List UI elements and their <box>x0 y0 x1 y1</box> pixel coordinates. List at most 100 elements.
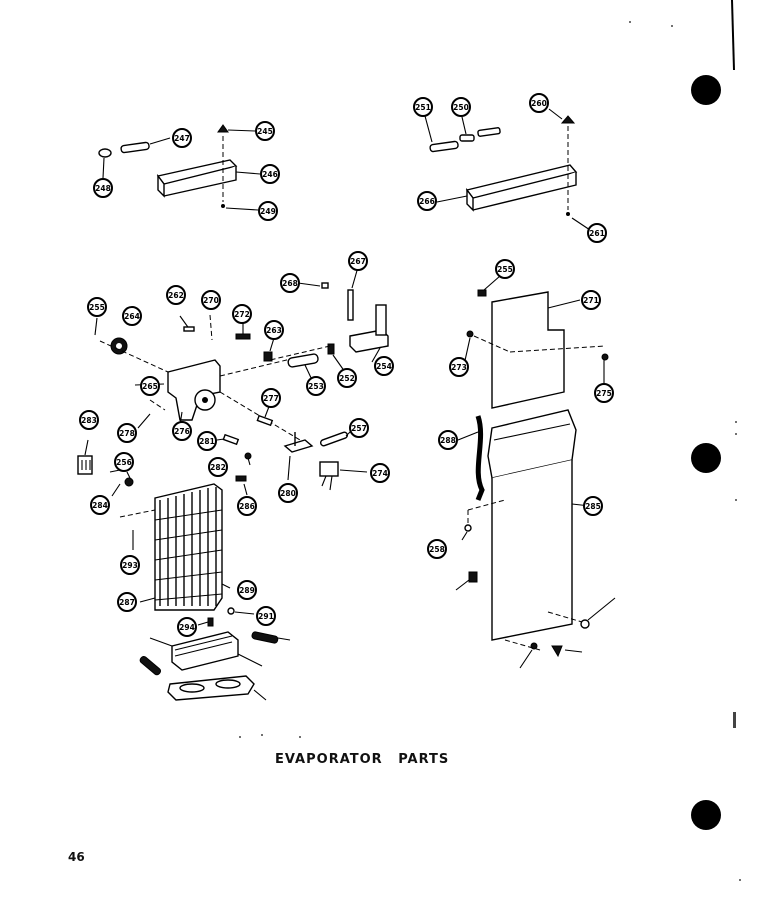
top-left-bracket-assembly <box>98 124 261 211</box>
callout-288: 288 <box>438 430 458 450</box>
callout-270: 270 <box>201 290 221 310</box>
callout-number: 266 <box>419 197 435 206</box>
top-right-bracket-assembly <box>424 108 591 231</box>
callout-256: 256 <box>114 452 134 472</box>
callout-283: 283 <box>79 410 99 430</box>
callout-number: 268 <box>282 279 298 288</box>
callout-number: 288 <box>440 436 456 445</box>
callout-280: 280 <box>278 483 298 503</box>
callout-number: 275 <box>596 389 612 398</box>
callout-number: 264 <box>124 312 140 321</box>
page-number: 46 <box>68 850 85 864</box>
callout-number: 285 <box>585 502 601 511</box>
callout-number: 249 <box>260 207 276 216</box>
callout-number: 256 <box>116 458 132 467</box>
callout-274: 274 <box>370 463 390 483</box>
callout-262: 262 <box>166 285 186 305</box>
callout-284: 284 <box>90 495 110 515</box>
callout-number: 255 <box>89 303 105 312</box>
callout-271: 271 <box>581 290 601 310</box>
binder-hole-middle <box>691 443 721 473</box>
callout-number: 270 <box>203 296 219 305</box>
callout-267: 267 <box>348 251 368 271</box>
callout-number: 261 <box>589 229 605 238</box>
callout-268: 268 <box>280 273 300 293</box>
callout-number: 283 <box>81 416 97 425</box>
callout-number: 294 <box>179 623 195 632</box>
diagram-caption: EVAPORATOR PARTS <box>275 752 450 767</box>
callout-249: 249 <box>258 201 278 221</box>
print-specks <box>239 21 741 881</box>
callout-254: 254 <box>374 356 394 376</box>
callout-number: 257 <box>351 424 367 433</box>
callout-number: 265 <box>142 382 158 391</box>
callout-number: 284 <box>92 501 108 510</box>
callout-287: 287 <box>117 592 137 612</box>
binder-hole-top <box>691 75 721 105</box>
callout-252: 252 <box>337 368 357 388</box>
callout-number: 247 <box>174 134 190 143</box>
callout-285: 285 <box>583 496 603 516</box>
callout-number: 262 <box>168 291 184 300</box>
callout-278: 278 <box>117 423 137 443</box>
callout-number: 267 <box>350 257 366 266</box>
callout-248: 248 <box>93 178 113 198</box>
callout-289: 289 <box>237 580 257 600</box>
evaporator-cover-panels <box>455 275 616 669</box>
callout-250: 250 <box>451 97 471 117</box>
callout-number: 280 <box>280 489 296 498</box>
callout-257: 257 <box>349 418 369 438</box>
callout-number: 277 <box>263 394 279 403</box>
callout-251: 251 <box>413 97 433 117</box>
callout-number: 282 <box>210 463 226 472</box>
callout-281: 281 <box>197 431 217 451</box>
callout-253: 253 <box>306 376 326 396</box>
callout-265: 265 <box>140 376 160 396</box>
callout-261: 261 <box>587 223 607 243</box>
callout-273: 273 <box>449 357 469 377</box>
fan-motor-bracket-assembly <box>94 266 389 496</box>
callout-272: 272 <box>232 304 252 324</box>
callout-number: 274 <box>372 469 388 478</box>
callout-number: 273 <box>451 363 467 372</box>
callout-number: 286 <box>239 502 255 511</box>
callout-number: 258 <box>429 545 445 554</box>
callout-number: 248 <box>95 184 111 193</box>
callout-275: 275 <box>594 383 614 403</box>
binder-hole-bottom <box>691 800 721 830</box>
callout-number: 278 <box>119 429 135 438</box>
callout-number: 253 <box>308 382 324 391</box>
drain-trough-assembly <box>139 631 291 701</box>
callout-282: 282 <box>208 457 228 477</box>
callout-291: 291 <box>256 606 276 626</box>
callout-number: 281 <box>199 437 215 446</box>
callout-258: 258 <box>427 539 447 559</box>
callout-number: 289 <box>239 586 255 595</box>
callout-263: 263 <box>264 320 284 340</box>
callout-277: 277 <box>261 388 281 408</box>
callout-number: 246 <box>262 170 278 179</box>
callout-number: 252 <box>339 374 355 383</box>
callout-number: 271 <box>583 296 599 305</box>
callout-number: 291 <box>258 612 274 621</box>
callout-number: 254 <box>376 362 392 371</box>
callout-number: 263 <box>266 326 282 335</box>
callout-246: 246 <box>260 164 280 184</box>
callout-266: 266 <box>417 191 437 211</box>
callout-number: 276 <box>174 427 190 436</box>
callout-245: 245 <box>255 121 275 141</box>
callout-260: 260 <box>529 93 549 113</box>
callout-293: 293 <box>120 555 140 575</box>
callout-number: 260 <box>531 99 547 108</box>
evaporator-coil <box>77 439 255 627</box>
callout-255: 255 <box>495 259 515 279</box>
callout-number: 272 <box>234 310 250 319</box>
callout-number: 251 <box>415 103 431 112</box>
callout-276: 276 <box>172 421 192 441</box>
callout-264: 264 <box>122 306 142 326</box>
callout-number: 293 <box>122 561 138 570</box>
callout-labels: 247 245 246 248 249 251 250 260 266 261 267 268 255 2… <box>79 93 614 637</box>
callout-255: 255 <box>87 297 107 317</box>
